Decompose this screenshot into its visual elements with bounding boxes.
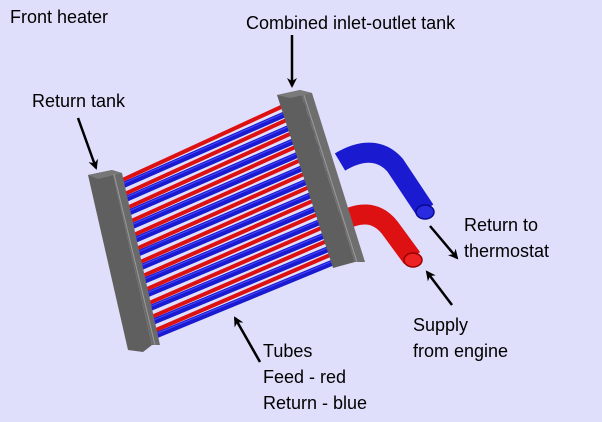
return-tube xyxy=(131,156,324,244)
return-tube-highlight xyxy=(118,103,307,186)
feed-tube xyxy=(130,154,310,238)
feed-tube xyxy=(148,222,330,305)
return-tube-highlight xyxy=(132,157,323,240)
return-tank-label: Return tank xyxy=(32,91,126,111)
supply-label-line2: from engine xyxy=(413,341,509,361)
return-tube-highlight xyxy=(136,171,327,254)
return-tube-highlight xyxy=(153,239,348,321)
return-tank-arrow xyxy=(76,117,98,170)
return-thermostat-arrow xyxy=(429,225,459,260)
combined-tank xyxy=(277,90,365,268)
feed-tube xyxy=(134,168,314,252)
combined-tank-label: Combined inlet-outlet tank xyxy=(246,13,456,33)
supply-arrow xyxy=(425,270,453,306)
return-tube xyxy=(155,252,353,338)
return-tank xyxy=(88,170,160,352)
return-tube xyxy=(152,238,349,325)
return-tube xyxy=(142,197,336,284)
return-tube xyxy=(121,115,312,204)
feed-tube xyxy=(144,209,326,292)
return-tube-highlight xyxy=(142,198,335,281)
return-tube xyxy=(117,102,308,190)
return-tube xyxy=(124,129,316,217)
feed-tube xyxy=(137,181,318,265)
tubes-arrow xyxy=(233,316,262,363)
feed-tube xyxy=(127,141,306,225)
return-tube-highlight xyxy=(149,225,344,308)
tube-bundle xyxy=(117,100,353,338)
feed-tube xyxy=(141,195,322,279)
supply-label-line1: Supply xyxy=(413,315,469,335)
return-tube xyxy=(145,211,340,298)
return-thermostat-label-line2: thermostat xyxy=(464,241,550,261)
tubes-label-line1: Tubes xyxy=(263,341,313,361)
feed-tube xyxy=(155,250,338,332)
return-tube xyxy=(138,184,332,271)
return-tube-highlight xyxy=(146,212,339,294)
return-tube-highlight xyxy=(129,143,319,227)
return-thermostat-label-line1: Return to xyxy=(464,215,539,235)
return-hose xyxy=(334,142,435,220)
return-tube xyxy=(128,143,320,231)
tubes-label-line2: Feed - red xyxy=(263,367,347,387)
feed-tube xyxy=(117,100,293,184)
tubes-label-line3: Return - blue xyxy=(263,393,368,413)
feed-tube xyxy=(124,127,302,211)
return-tube xyxy=(135,170,328,258)
feed-tube xyxy=(120,113,297,198)
return-tube-highlight xyxy=(139,184,331,267)
return-tube-highlight xyxy=(156,253,352,334)
return-tube-highlight xyxy=(125,130,315,213)
feed-tube xyxy=(151,236,334,319)
return-tube-highlight xyxy=(122,116,311,200)
return-tube xyxy=(148,224,344,311)
diagram-title: Front heater xyxy=(10,7,109,27)
